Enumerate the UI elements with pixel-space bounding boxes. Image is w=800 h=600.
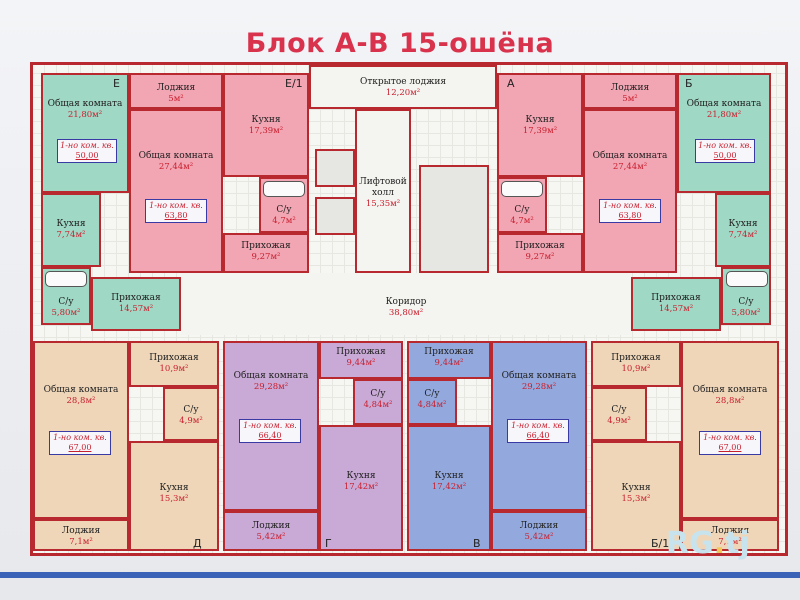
section-label-b1: Б/1 bbox=[651, 537, 670, 550]
unit-label-b1: 1-но ком. кв.67,00 bbox=[699, 431, 761, 455]
room-g-loggia: Лоджия 5,42м² bbox=[223, 511, 319, 551]
room-v-hall: Прихожая 9,44м² bbox=[407, 341, 491, 379]
elevator-shaft-2 bbox=[315, 197, 355, 235]
section-label-a: А bbox=[507, 77, 515, 90]
unit-label-g: 1-но ком. кв.66,40 bbox=[239, 419, 301, 443]
room-e1-kitchen: Кухня 17,39м² bbox=[223, 73, 309, 177]
elevator-shaft-1 bbox=[315, 149, 355, 187]
section-label-e1: Е/1 bbox=[285, 77, 303, 90]
unit-label-b: 1-но ком. кв.50,00 bbox=[695, 139, 755, 163]
watermark-logo: RG.tj bbox=[666, 526, 750, 561]
room-corridor: Коридор 38,80м² bbox=[181, 273, 631, 335]
section-label-b: Б bbox=[685, 77, 693, 90]
room-e1-hall: Прихожая 9,27м² bbox=[223, 233, 309, 273]
room-e-living: Общая комната 21,80м² bbox=[41, 73, 129, 193]
room-e-hall: Прихожая 14,57м² bbox=[91, 277, 181, 331]
room-v-kitchen: Кухня 17,42м² bbox=[407, 425, 491, 551]
room-b1-bath: С/у 4,9м² bbox=[591, 387, 647, 441]
room-g-kitchen: Кухня 17,42м² bbox=[319, 425, 403, 551]
unit-label-v: 1-но ком. кв.66,40 bbox=[507, 419, 569, 443]
section-label-g: Г bbox=[325, 537, 332, 550]
unit-label-a: 1-но ком. кв.63,80 bbox=[599, 199, 661, 223]
room-e1-loggia: Лоджия 5м² bbox=[129, 73, 223, 109]
room-b1-hall: Прихожая 10,9м² bbox=[591, 341, 681, 387]
room-d-loggia: Лоджия 7,1м² bbox=[33, 519, 129, 551]
room-v-bath: С/у 4,84м² bbox=[407, 379, 457, 425]
room-b1-loggia: Лоджия 7,1м² bbox=[681, 519, 779, 551]
room-open-loggia: Открытое лоджия 12,20м² bbox=[309, 65, 497, 109]
bathtub-icon bbox=[45, 271, 87, 287]
room-lift-hall: Лифтовой холл 15,35м² bbox=[355, 109, 411, 273]
bathtub-icon bbox=[501, 181, 543, 197]
section-label-v: В bbox=[473, 537, 481, 550]
section-label-e: Е bbox=[113, 77, 120, 90]
room-g-hall: Прихожая 9,44м² bbox=[319, 341, 403, 379]
bathtub-icon bbox=[263, 181, 305, 197]
page-title: Блок А-В 15-ошёна bbox=[245, 28, 555, 59]
room-e-kitchen: Кухня 7,74м² bbox=[41, 193, 101, 267]
room-g-bath: С/у 4,84м² bbox=[353, 379, 403, 425]
stairwell bbox=[419, 165, 489, 273]
room-d-living: Общая комната 28,8м² bbox=[33, 341, 129, 519]
room-e1-living: Общая комната 27,44м² bbox=[129, 109, 223, 273]
bathtub-icon bbox=[726, 271, 768, 287]
unit-label-d: 1-но ком. кв.67,00 bbox=[49, 431, 111, 455]
room-b1-living: Общая комната 28,8м² bbox=[681, 341, 779, 519]
room-a-loggia: Лоджия 5м² bbox=[583, 73, 677, 109]
room-a-kitchen: Кухня 17,39м² bbox=[497, 73, 583, 177]
room-b-kitchen: Кухня 7,74м² bbox=[715, 193, 771, 267]
bottom-accent-band bbox=[0, 572, 800, 578]
room-d-bath: С/у 4,9м² bbox=[163, 387, 219, 441]
room-b-living: Общая комната 21,80м² bbox=[677, 73, 771, 193]
room-a-living: Общая комната 27,44м² bbox=[583, 109, 677, 273]
room-b-hall: Прихожая 14,57м² bbox=[631, 277, 721, 331]
unit-label-e1: 1-но ком. кв.63,80 bbox=[145, 199, 207, 223]
room-v-loggia: Лоджия 5,42м² bbox=[491, 511, 587, 551]
room-a-hall: Прихожая 9,27м² bbox=[497, 233, 583, 273]
section-label-d: Д bbox=[193, 537, 202, 550]
room-d-kitchen: Кухня 15,3м² bbox=[129, 441, 219, 551]
unit-label-e: 1-но ком. кв.50,00 bbox=[57, 139, 117, 163]
floor-plan: Общая комната 21,80м² 1-но ком. кв.50,00… bbox=[30, 62, 788, 556]
room-b1-kitchen: Кухня 15,3м² bbox=[591, 441, 681, 551]
room-d-hall: Прихожая 10,9м² bbox=[129, 341, 219, 387]
